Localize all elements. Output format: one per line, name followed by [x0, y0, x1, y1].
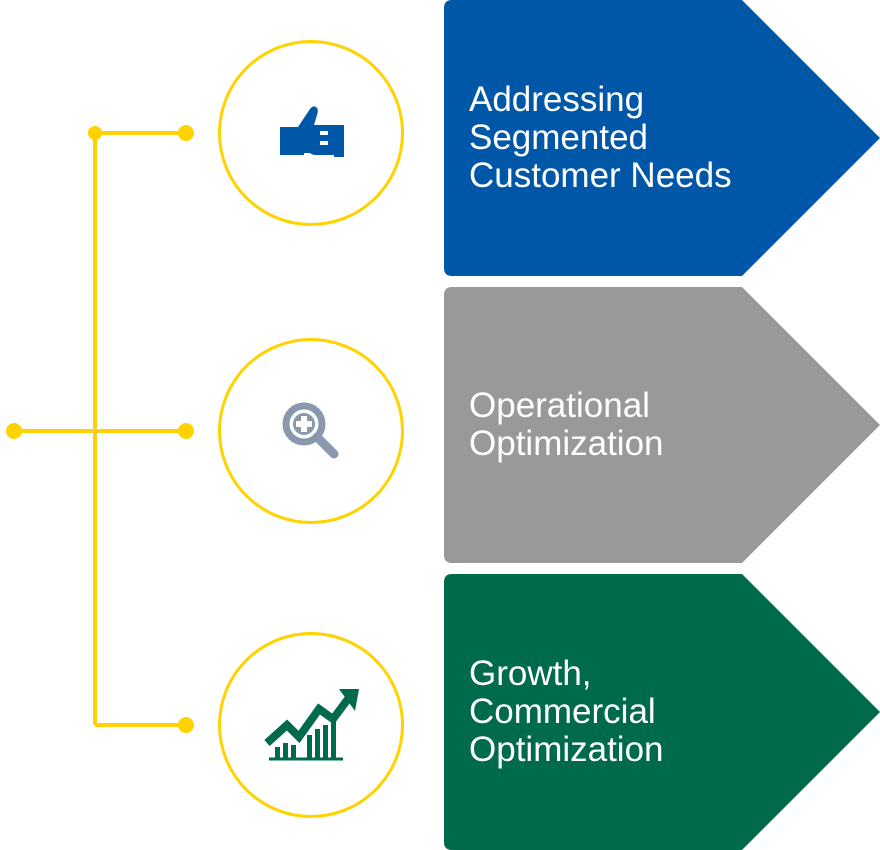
label-line: Optimization [469, 424, 664, 463]
connector-end-dot-1 [178, 125, 194, 141]
thumbs-up-icon [280, 106, 344, 157]
label-line: Customer Needs [469, 156, 732, 195]
label-line: Segmented [469, 118, 649, 157]
label-line: Optimization [469, 730, 664, 769]
connector-joint-top [88, 126, 102, 140]
label-line: Commercial [469, 692, 656, 731]
label-line: Operational [469, 386, 650, 425]
arrow-card-operational: Operational Optimization [444, 287, 880, 563]
arrow-card-shape [444, 0, 880, 276]
label-line: Growth, [469, 654, 592, 693]
arrow-card-label: Addressing Segmented Customer Needs [469, 0, 809, 276]
arrow-card-shape [444, 574, 880, 850]
label-line: Addressing [469, 80, 645, 119]
arrow-card-growth: Growth, Commercial Optimization [444, 574, 880, 850]
arrow-card-label: Operational Optimization [469, 287, 809, 563]
connector-end-dot-3 [178, 717, 194, 733]
icon-circle-1 [218, 40, 404, 226]
arrow-card-shape [444, 287, 880, 563]
icon-circle-2 [218, 338, 404, 524]
icon-circle-3 [218, 632, 404, 818]
connector-end-dot-2 [178, 423, 194, 439]
growth-chart-icon [264, 689, 359, 761]
arrow-card-addressing: Addressing Segmented Customer Needs [444, 0, 880, 276]
magnifier-plus-icon [282, 402, 339, 459]
arrow-card-label: Growth, Commercial Optimization [469, 574, 809, 850]
connector-root-dot [6, 423, 22, 439]
